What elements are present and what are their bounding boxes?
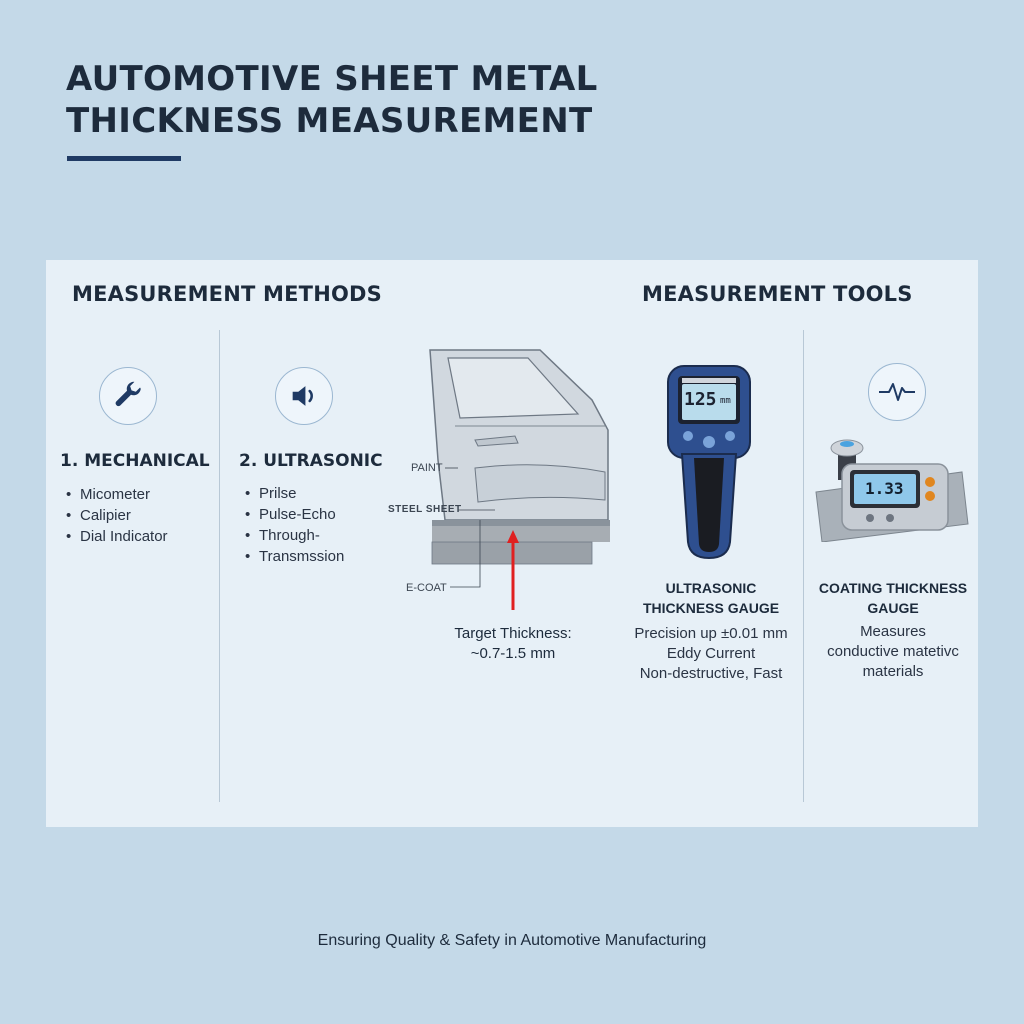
- door-handle: [474, 435, 519, 447]
- title-underline: [67, 156, 181, 161]
- list-item: Transmssion: [245, 546, 344, 567]
- desc-line: Precision up ±0.01 mm: [634, 625, 788, 642]
- ultrasonic-gauge-device: [667, 365, 751, 560]
- page-title: AUTOMOTIVE SHEET METAL THICKNESS MEASURE…: [66, 58, 598, 142]
- coating-gauge-reading: 1.33: [865, 479, 904, 498]
- gauge-screen: [682, 384, 736, 420]
- list-item: Pulse-Echo: [245, 504, 344, 525]
- ecoat-label: E-COAT: [406, 582, 447, 594]
- divider-tools: [803, 330, 804, 802]
- paint-label: PAINT: [411, 462, 443, 474]
- coating-gauge-button: [925, 491, 935, 501]
- desc-line: Non-destructive, Fast: [639, 665, 783, 682]
- paint-layer: [432, 520, 610, 526]
- coating-gauge-button: [886, 514, 894, 522]
- gauge-button: [683, 431, 693, 441]
- coating-gauge-title-line-2: GAUGE: [867, 600, 919, 616]
- title-line-2: THICKNESS MEASUREMENT: [66, 101, 593, 141]
- steel-sheet-layer: [432, 526, 610, 542]
- desc-line: Eddy Current: [666, 645, 756, 662]
- ultrasonic-list: Prilse Pulse-Echo Through- Transmssion: [245, 483, 344, 567]
- target-thickness-value: ~0.7-1.5 mm: [470, 645, 556, 662]
- probe-cap-top: [840, 441, 854, 447]
- title-line-1: AUTOMOTIVE SHEET METAL: [66, 59, 598, 99]
- door-window: [447, 357, 580, 419]
- mechanical-list: Micometer Calipier Dial Indicator: [66, 484, 168, 547]
- ultrasonic-gauge-title: ULTRASONIC THICKNESS GAUGE: [626, 578, 796, 618]
- list-item: Micometer: [66, 484, 168, 505]
- desc-line: materials: [862, 663, 924, 680]
- gauge-screen-header: [682, 378, 736, 383]
- desc-line: Measures: [860, 623, 926, 640]
- ultrasonic-gauge-title-line-2: THICKNESS GAUGE: [642, 600, 780, 616]
- list-item: Dial Indicator: [66, 526, 168, 547]
- coating-gauge-device: [815, 439, 969, 542]
- coating-gauge-title: COATING THICKNESS GAUGE: [808, 578, 978, 618]
- gauge-reading-unit: mm: [720, 396, 731, 406]
- gauge-reading: 125: [684, 389, 717, 410]
- gauge-grip: [694, 458, 724, 552]
- target-thickness: Target Thickness: ~0.7-1.5 mm: [430, 624, 596, 664]
- coating-gauge-button: [925, 477, 935, 487]
- coating-gauge-title-line-1: COATING THICKNESS: [818, 580, 968, 596]
- mechanical-title: 1. MECHANICAL: [60, 451, 210, 471]
- gauge-button: [703, 436, 715, 448]
- footer-tagline: Ensuring Quality & Safety in Automotive …: [317, 932, 707, 949]
- steel-sheet-label: STEEL SHEET: [388, 504, 462, 515]
- list-item: Calipier: [66, 505, 168, 526]
- speaker-icon: [275, 367, 333, 425]
- door-armrest: [474, 464, 606, 503]
- tools-heading: MEASUREMENT TOOLS: [642, 282, 913, 306]
- coating-gauge-screen: [854, 474, 916, 504]
- list-item: Prilse: [245, 483, 344, 504]
- car-door-diagram: [429, 349, 610, 610]
- ultrasonic-gauge-desc: Precision up ±0.01 mm Eddy Current Non-d…: [616, 624, 806, 684]
- coating-gauge-button: [866, 514, 874, 522]
- ultrasonic-title: 2. ULTRASONIC: [239, 451, 383, 471]
- coating-gauge-desc: Measures conductive matetivc materials: [808, 622, 978, 682]
- probe-cap: [830, 439, 864, 457]
- ecoat-leader: [450, 520, 481, 588]
- ultrasonic-gauge-title-line-1: ULTRASONIC: [665, 580, 757, 596]
- wrench-icon: [99, 367, 157, 425]
- list-item: Through-: [245, 525, 344, 546]
- waveform-icon: [868, 363, 926, 421]
- thickness-arrow-head: [507, 530, 519, 543]
- divider-methods: [219, 330, 220, 802]
- desc-line: conductive matetivc: [827, 643, 959, 660]
- target-thickness-label: Target Thickness:: [454, 625, 572, 642]
- gauge-button: [725, 431, 735, 441]
- methods-heading: MEASUREMENT METHODS: [72, 282, 382, 306]
